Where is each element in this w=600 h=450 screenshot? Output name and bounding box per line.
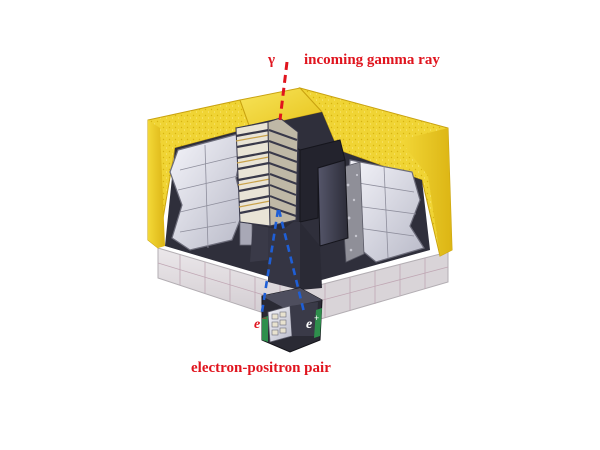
calorimeter-cube (261, 287, 323, 353)
electron-symbol: e (254, 317, 260, 332)
electron-sign: − (262, 313, 267, 323)
positron-label: e + (306, 313, 319, 332)
positron-symbol: e (306, 317, 312, 332)
gamma-symbol: γ (267, 52, 275, 68)
tracker-tower-side-face (267, 117, 299, 227)
incoming-gamma-ray-label: incoming gamma ray (304, 52, 440, 68)
tracker-tower-front-face (235, 121, 271, 227)
pair-tracks (260, 209, 306, 313)
tracker-tower (235, 117, 299, 230)
electron-positron-pair-label: electron-positron pair (191, 360, 331, 376)
electron-label: e − (254, 313, 267, 332)
right-white-modules (339, 159, 425, 263)
gamma-ray-track (278, 61, 289, 121)
positron-sign: + (314, 313, 319, 323)
